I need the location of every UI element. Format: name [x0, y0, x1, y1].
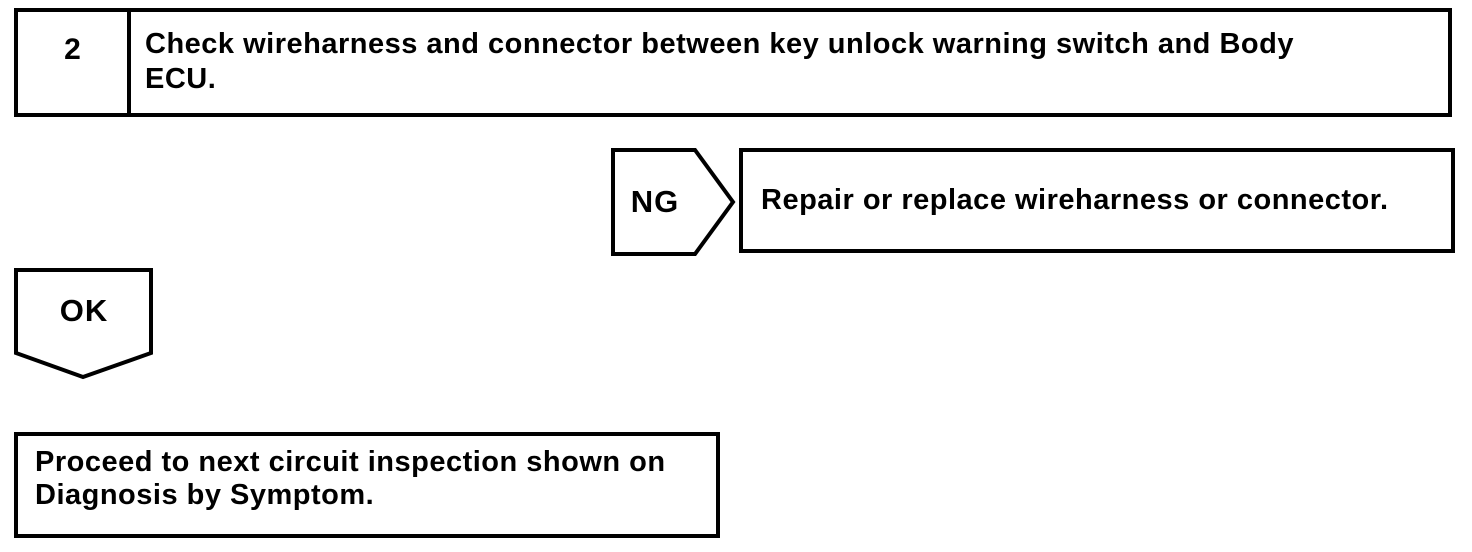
step-number: 2	[18, 12, 131, 113]
ok-connector: OK	[14, 268, 154, 380]
ng-connector: NG	[611, 148, 737, 256]
ok-action-line-2: Diagnosis by Symptom.	[35, 479, 375, 511]
ok-action-box: Proceed to next circuit inspection shown…	[14, 432, 720, 538]
ok-pentagon-icon	[14, 268, 153, 380]
step-instruction-line-1: Check wireharness and connector between …	[145, 28, 1294, 60]
ng-action-text: Repair or replace wireharness or connect…	[761, 184, 1389, 216]
step-instruction: Check wireharness and connector between …	[131, 12, 1448, 113]
step-instruction-line-2: ECU.	[145, 63, 217, 95]
ok-label: OK	[59, 292, 109, 328]
ng-label: NG	[630, 184, 680, 219]
step-box: 2 Check wireharness and connector betwee…	[14, 8, 1452, 117]
ok-action-line-1: Proceed to next circuit inspection shown…	[35, 446, 666, 478]
ng-pentagon-icon	[611, 148, 736, 256]
ng-action-box: Repair or replace wireharness or connect…	[739, 148, 1455, 253]
